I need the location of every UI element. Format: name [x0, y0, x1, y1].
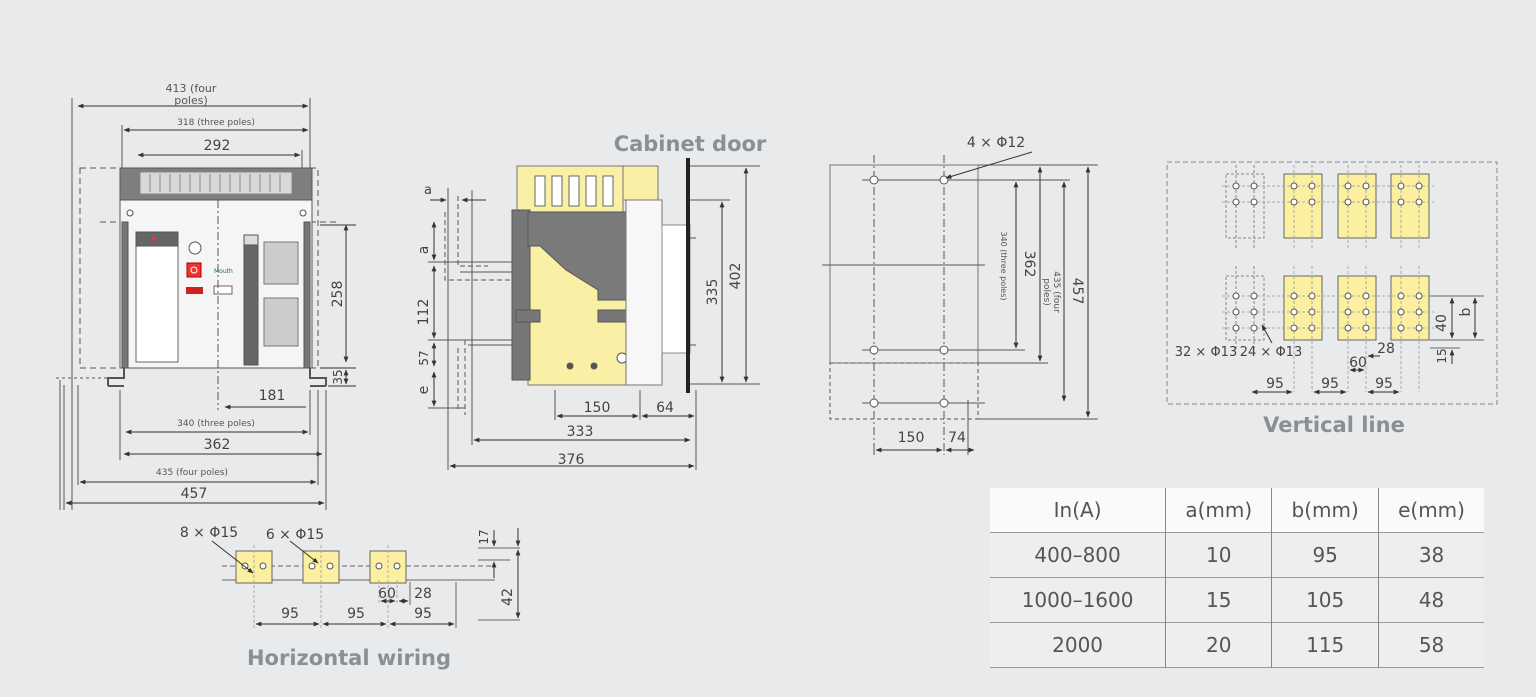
- dim-333-label: 333: [567, 424, 594, 440]
- dim-435-label: 435 (four poles): [156, 468, 228, 478]
- horizontal-wiring-view: [211, 528, 521, 628]
- caption-vertical-line: Vertical line: [1263, 413, 1405, 437]
- dim-112-label: 112: [416, 299, 432, 326]
- dim-318-label: 318 (three poles): [177, 118, 255, 128]
- mount-view-labels: 4 × Φ12 340 (three poles) 362 435 (four …: [898, 135, 1085, 446]
- table-cell: 95: [1271, 532, 1379, 577]
- mouth-label: Mouth: [214, 268, 233, 275]
- vertical-dim-b-label: b: [1458, 307, 1474, 316]
- dim-413-label-b: poles): [174, 94, 208, 107]
- table-row: 2000 20 115 58: [990, 622, 1484, 667]
- table-cell: 48: [1378, 577, 1484, 622]
- caption-horizontal-wiring: Horizontal wiring: [247, 646, 451, 670]
- table-cell: 38: [1378, 532, 1484, 577]
- vertical-holes-label-b: 24 × Φ13: [1240, 345, 1302, 360]
- horizontal-dim-95c-label: 95: [414, 606, 432, 622]
- table-cell: 15: [1165, 577, 1272, 622]
- dim-335-label: 335: [705, 279, 721, 306]
- side-view-labels: a a 112 57 e 150 64 333 376 335 402 Cabi…: [416, 132, 767, 468]
- dim-a1-label: a: [424, 183, 432, 198]
- horizontal-dim-95a-label: 95: [281, 606, 299, 622]
- vertical-dim-15-label: 15: [1435, 348, 1449, 363]
- vertical-dim-40-label: 40: [1434, 314, 1450, 332]
- mount-dim-74-label: 74: [948, 430, 966, 446]
- table-cell: 115: [1271, 622, 1379, 667]
- table-cell: 58: [1378, 622, 1484, 667]
- mount-dim-435-label: 435 (four: [1051, 271, 1061, 313]
- side-view: [428, 158, 760, 470]
- dim-181-label: 181: [259, 388, 286, 404]
- table-header-row: In(A) a(mm) b(mm) e(mm): [990, 488, 1484, 532]
- vertical-holes-label: 32 × Φ13: [1175, 345, 1237, 360]
- dim-413-label: 413 (four: [166, 82, 217, 95]
- vertical-dim-95a-label: 95: [1266, 376, 1284, 392]
- horizontal-dim-42-label: 42: [500, 588, 516, 606]
- vertical-dim-60-label: 60: [1349, 355, 1367, 371]
- table-cell: 20: [1165, 622, 1272, 667]
- horizontal-dim-28-label: 28: [414, 586, 432, 602]
- vertical-dim-28-label: 28: [1377, 341, 1395, 357]
- table-cell: 105: [1271, 577, 1379, 622]
- table-cell: 10: [1165, 532, 1272, 577]
- horizontal-dim-95b-label: 95: [347, 606, 365, 622]
- mount-dim-457-label: 457: [1069, 278, 1085, 305]
- dim-362-label: 362: [204, 437, 231, 453]
- vertical-line-view: [1166, 161, 1498, 405]
- dim-402-label: 402: [728, 263, 744, 290]
- dim-57-label: 57: [417, 350, 431, 365]
- horizontal-wiring-labels: 8 × Φ15 6 × Φ15 17 42 60 28 95 95 95 Hor…: [180, 525, 516, 670]
- table-cell: 400–800: [1034, 542, 1121, 567]
- table-header-cell: In(A): [1053, 497, 1102, 522]
- table-cell: 1000–1600: [1021, 587, 1134, 612]
- mount-view: [822, 151, 1098, 455]
- front-view: [56, 98, 356, 510]
- dim-340-label: 340 (three poles): [177, 419, 255, 429]
- mount-dim-362-label: 362: [1021, 251, 1037, 278]
- mount-dim-435-label-b: poles): [1041, 278, 1051, 305]
- table-header-cell: a(mm): [1165, 488, 1272, 532]
- horizontal-holes-b-label: 6 × Φ15: [266, 527, 324, 543]
- horizontal-dim-17-label: 17: [477, 529, 491, 544]
- vertical-dim-95c-label: 95: [1375, 376, 1393, 392]
- table-row: 1000–1600 15 105 48: [990, 577, 1484, 622]
- vertical-line-labels: 32 × Φ13 24 × Φ13 28 60 95 95 95 40 b 15…: [1175, 307, 1474, 437]
- mount-dim-340-label: 340 (three poles): [999, 231, 1008, 300]
- dim-e-label: e: [416, 386, 432, 395]
- dim-258-label: 258: [330, 281, 346, 308]
- mount-holes-label: 4 × Φ12: [967, 135, 1025, 151]
- table-header-cell: e(mm): [1378, 488, 1484, 532]
- vertical-dim-95b-label: 95: [1321, 376, 1339, 392]
- current-dimension-table: In(A) a(mm) b(mm) e(mm) 400–800 10 95 38…: [990, 488, 1484, 668]
- table-header-cell: b(mm): [1271, 488, 1379, 532]
- horizontal-holes-a-label: 8 × Φ15: [180, 525, 238, 541]
- dim-64-label: 64: [656, 400, 674, 416]
- horizontal-dim-60-label: 60: [378, 586, 396, 602]
- table-cell: 2000: [1052, 632, 1104, 657]
- dim-292-label: 292: [204, 138, 231, 154]
- dim-35-label: 35: [331, 369, 345, 384]
- caption-cabinet-door: Cabinet door: [614, 132, 767, 156]
- dim-457-label: 457: [181, 486, 208, 502]
- dim-a2-label: a: [416, 246, 432, 255]
- table-row: 400–800 10 95 38: [990, 532, 1484, 577]
- dim-150-label: 150: [584, 400, 611, 416]
- dim-376-label: 376: [558, 452, 585, 468]
- front-view-labels: 413 (four poles) 318 (three poles) 292 2…: [156, 82, 346, 502]
- mount-dim-150-label: 150: [898, 430, 925, 446]
